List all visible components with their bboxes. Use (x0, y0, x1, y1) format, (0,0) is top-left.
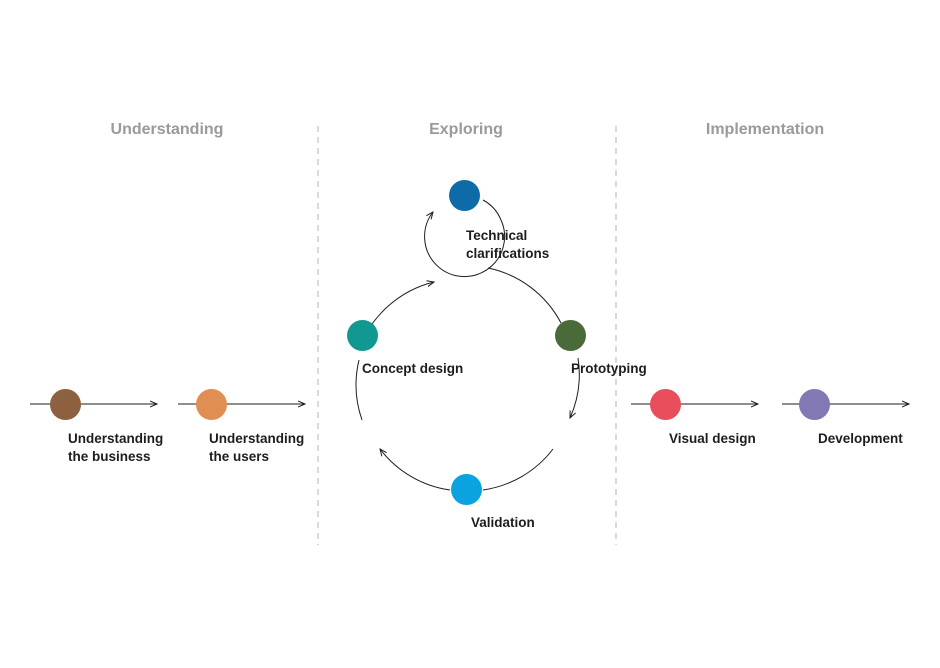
node-concept-design (347, 320, 378, 351)
cycle-arc-validation-left (380, 449, 451, 491)
loop-technical-top (482, 199, 502, 221)
label-visual-design: Visual design (669, 431, 756, 446)
node-visual-design (650, 389, 681, 420)
phase-title-implementation: Implementation (705, 121, 825, 138)
node-development (799, 389, 830, 420)
cycle-arc-technical-to-prototyping (487, 267, 562, 324)
label-line: the business (68, 449, 151, 464)
node-validation (451, 474, 482, 505)
node-technical-clarifications (449, 180, 480, 211)
label-understanding-business: Understanding the business (68, 430, 163, 466)
phase-title-understanding: Understanding (110, 121, 224, 138)
label-development: Development (818, 431, 903, 446)
cycle-arc-prototyping-to-validation (570, 357, 580, 418)
cycle-arc-concept-down (355, 359, 363, 421)
label-line: Technical (466, 228, 528, 243)
loop-technical (424, 212, 506, 277)
node-prototyping (555, 320, 586, 351)
label-line: Understanding (68, 431, 164, 446)
label-line: the users (209, 449, 270, 464)
label-understanding-users: Understanding the users (209, 430, 304, 466)
label-line: clarifications (466, 246, 550, 261)
label-prototyping: Prototyping (571, 361, 647, 376)
node-understanding-business (50, 389, 81, 420)
label-concept-design: Concept design (362, 361, 464, 376)
label-technical-clarifications: Technical clarifications (466, 227, 549, 263)
cycle-arc-validation-right (482, 448, 554, 491)
label-validation: Validation (471, 515, 535, 530)
label-line: Understanding (209, 431, 305, 446)
phase-title-exploring: Exploring (429, 121, 503, 138)
node-understanding-users (196, 389, 227, 420)
